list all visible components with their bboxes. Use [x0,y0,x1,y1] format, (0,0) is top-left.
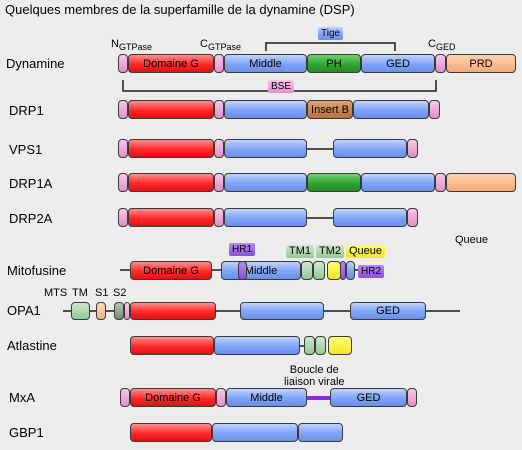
dynamine-c-gtpase [214,54,224,73]
hr2-pill: HR2 [358,265,385,278]
dynamine-prd: PRD [446,54,516,73]
drp1a-middle [224,173,307,192]
atlastine-tm-a [304,336,315,355]
drp2a-gtpase [128,208,214,227]
hr1-pill: HR1 [229,243,256,256]
atlastine-tail [328,336,352,355]
drp1a-n-terminal [118,173,128,192]
row-label-opa1: OPA1 [7,303,41,318]
opa1-s1 [96,302,106,320]
opa1-middle [240,302,324,320]
vps1-c-gtpase [214,139,224,158]
mitofusine-queue-segment [327,261,341,280]
dynamine-c-ged [435,54,446,73]
mxa-ged: GED [330,388,407,407]
row-label-dynamine: Dynamine [6,56,65,71]
drp2a-c-gtpase [214,208,224,227]
s2-label: S2 [113,287,127,299]
drp1-n-terminal [118,100,128,119]
dynamine-ged: GED [361,54,435,73]
mitofusine-tm1-a [301,261,313,280]
row-label-gbp1: GBP1 [9,425,44,440]
atlastine-middle [214,336,300,355]
mxa-c-ged [407,388,417,407]
c-gtpase-label: CGTPase [200,38,241,53]
opa1-tm [71,302,90,320]
row-label-mxa: MxA [9,390,35,405]
queue-label: Queue [455,234,489,246]
drp1-c-ged [429,100,440,119]
bse-pill: BSE [268,80,295,93]
mxa-c-gtpase [216,388,226,407]
vps1-middle [224,139,307,158]
mitofusine-middle: Middle [221,261,301,280]
tm-label: TM [72,287,88,299]
mts-label: MTS [44,287,68,299]
row-label-vps1: VPS1 [9,142,43,157]
n-gtpase-label: NGTPase [111,38,152,53]
mxa-domaine-g: Domaine G [130,388,216,407]
mitofusine-hr1-segment [238,261,247,280]
gbp1-gtpase [130,423,212,442]
drp1-ged [353,100,429,119]
drp2a-n-terminal [118,208,128,227]
drp1a-c-gtpase [214,173,224,192]
drp1a-gtpase [128,173,214,192]
dynamine-ph: PH [307,54,361,73]
tm2-pill: TM2 [316,245,344,258]
dynamine-middle: Middle [224,54,307,73]
drp1a-prd [446,173,516,192]
row-label-drp1: DRP1 [9,103,44,118]
tige-bracket [265,42,396,51]
drp1-insert-b: Insert B [307,100,353,119]
opa1-ged: GED [350,302,426,320]
opa1-s2 [114,302,124,320]
drp1a-ged [361,173,435,192]
drp2a-middle [224,208,307,227]
atlastine-tm-b [315,336,326,355]
opa1-gtpase [130,302,216,320]
atlastine-gtpase [130,336,214,355]
opa1-n-terminal [124,302,130,320]
drp1-middle [224,100,307,119]
row-label-drp1a: DRP1A [9,176,53,191]
gbp1-middle [212,423,298,442]
dynamine-domaine-g: Domaine G [128,54,214,73]
mxa-n-terminal [120,388,130,407]
queue-pill: Queue [346,245,386,258]
vps1-n-terminal [118,139,128,158]
row-label-atlastine: Atlastine [7,338,57,353]
vps1-gtpase [128,139,214,158]
boucle-label: Boucle de liaison virale [284,364,345,388]
mxa-middle: Middle [226,388,307,407]
drp1-c-gtpase [214,100,224,119]
mitofusine-tm1-b [313,261,325,280]
vps1-ged [333,139,407,158]
mitofusine-hr2-segment [340,261,346,280]
row-label-mitofusine: Mitofusine [7,263,67,278]
drp2a-c-ged [407,208,418,227]
dynamine-n-terminal [118,54,128,73]
s1-label: S1 [95,287,109,299]
drp2a-ged [333,208,407,227]
drp1a-c-ged [435,173,446,192]
mitofusine-c-end [346,261,355,280]
tige-pill: Tige [318,27,344,40]
vps1-c-ged [407,139,418,158]
row-label-drp2a: DRP2A [9,211,53,226]
tm1-pill: TM1 [286,245,314,258]
c-ged-label: CGED [428,38,456,53]
drp1a-ph [307,173,361,192]
page-title: Quelques membres de la superfamille de l… [5,2,355,17]
mitofusine-domaine-g: Domaine G [130,261,212,280]
gbp1-ged [298,423,343,442]
drp1-gtpase [128,100,214,119]
